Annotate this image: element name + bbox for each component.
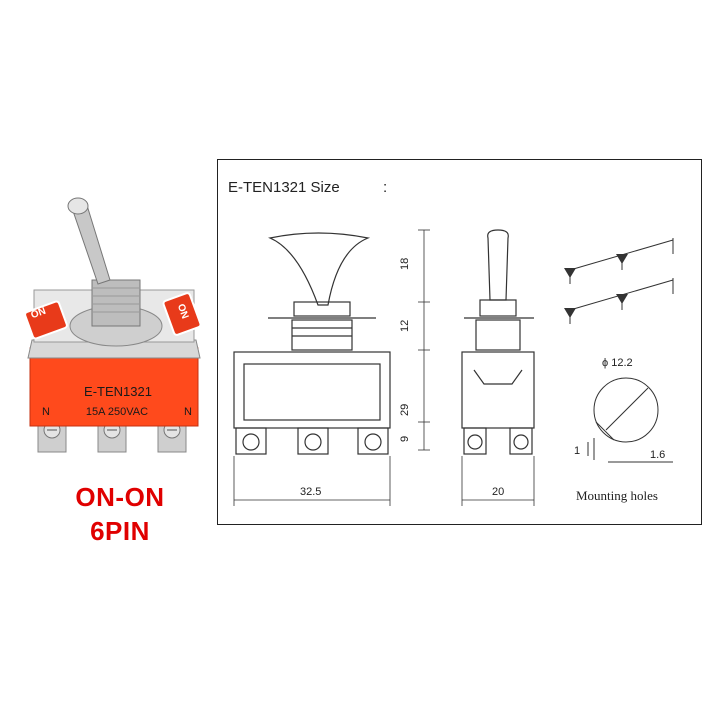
mounting-hole-diagram (587, 377, 673, 463)
dim-key-width: 1.6 (650, 449, 665, 461)
circuit-schematic (569, 238, 674, 324)
front-view (233, 232, 391, 455)
dimension-drawing-panel: E-TEN1321 Size : (217, 159, 702, 525)
switch-rating-text: 15A 250VAC (85, 406, 149, 418)
lever-tip (67, 197, 89, 215)
switch-model-text: E-TEN1321 (84, 384, 152, 399)
dim-terminal-height: 9 (399, 436, 411, 442)
drawing-title-colon: : (383, 179, 387, 196)
side-view (461, 229, 535, 455)
schematic-contacts (564, 254, 628, 318)
dim-body-width: 32.5 (300, 486, 321, 498)
threaded-bushing (91, 279, 141, 327)
left-marker: N (42, 406, 50, 418)
right-marker: N (184, 406, 192, 418)
toggle-switch-photo: E-TEN1321 N 15A 250VAC N ON ON (20, 180, 210, 480)
dim-bushing-height: 12 (399, 320, 411, 332)
toggle-switch-illustration (24, 197, 202, 453)
dim-key-depth: 1 (574, 445, 580, 457)
front-dim-lines (233, 229, 430, 506)
dim-side-width: 20 (492, 486, 504, 498)
side-dim-lines (461, 456, 535, 506)
thread-lines (92, 287, 140, 313)
mounting-holes-label: Mounting holes (576, 488, 658, 503)
on-tab-left (24, 300, 68, 340)
dim-lever-height: 18 (399, 258, 411, 270)
dim-body-height: 29 (399, 404, 411, 416)
switch-rating-row: N 15A 250VAC N (42, 406, 192, 418)
on-tab-right (162, 292, 202, 336)
dimension-drawing: E-TEN1321 Size : (228, 179, 674, 506)
pin-count-label: 6PIN (90, 516, 150, 546)
config-label: ON-ON (75, 482, 165, 512)
dim-hole-diameter: ϕ 12.2 (602, 357, 633, 369)
drawing-title: E-TEN1321 Size (228, 179, 340, 196)
